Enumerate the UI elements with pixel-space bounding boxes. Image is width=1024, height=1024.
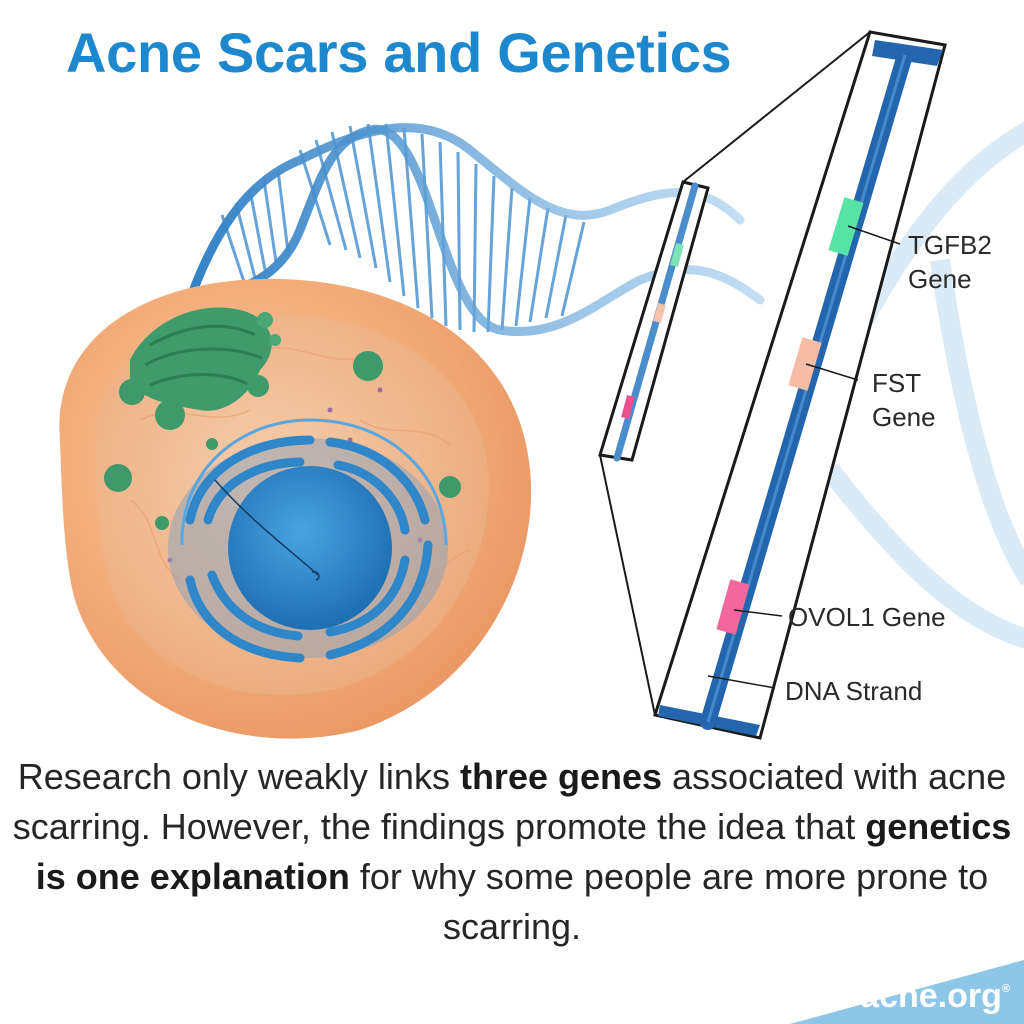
caption-part-3: for why some people are more prone to sc…: [349, 856, 989, 947]
label-fst-line1: FST: [872, 368, 922, 398]
brand-name: acne.org: [860, 977, 1002, 1015]
dna-helix: [175, 123, 765, 481]
brand-registered-mark: ®: [1001, 983, 1010, 995]
gene-band-tgfb2: [828, 197, 864, 256]
gene-band-fst: [788, 337, 822, 391]
nucleus-group: [168, 418, 448, 663]
brand-corner: [790, 960, 1024, 1024]
label-tgfb2-line1: TGFB2: [908, 230, 992, 260]
label-fst-line2: Gene: [872, 402, 936, 432]
label-tgfb2-line2: Gene: [908, 264, 972, 294]
caption-bold-2: genetics is one explanation: [35, 806, 1012, 897]
caption-part-2: associated with acne scarring. However, …: [12, 756, 1007, 847]
vesicles: [104, 351, 461, 530]
label-fst: FST Gene: [872, 366, 936, 434]
caption: Research only weakly links three genes a…: [0, 752, 1024, 952]
label-ovol1: OVOL1 Gene: [788, 602, 946, 632]
zoom-lines: [599, 31, 871, 716]
label-dna-strand: DNA Strand: [785, 676, 923, 706]
caption-bold-1: three genes: [459, 756, 663, 797]
brand-logo: acne.org®: [860, 977, 1010, 1016]
gene-band-ovol1: [716, 579, 750, 635]
small-chromosome-inset: [598, 180, 710, 462]
golgi-apparatus: [130, 307, 281, 411]
label-leaders: [707, 225, 901, 689]
label-tgfb2: TGFB2 Gene: [908, 228, 992, 296]
page-title: Acne Scars and Genetics: [66, 21, 732, 84]
caption-part-1: Research only weakly links: [17, 756, 460, 797]
